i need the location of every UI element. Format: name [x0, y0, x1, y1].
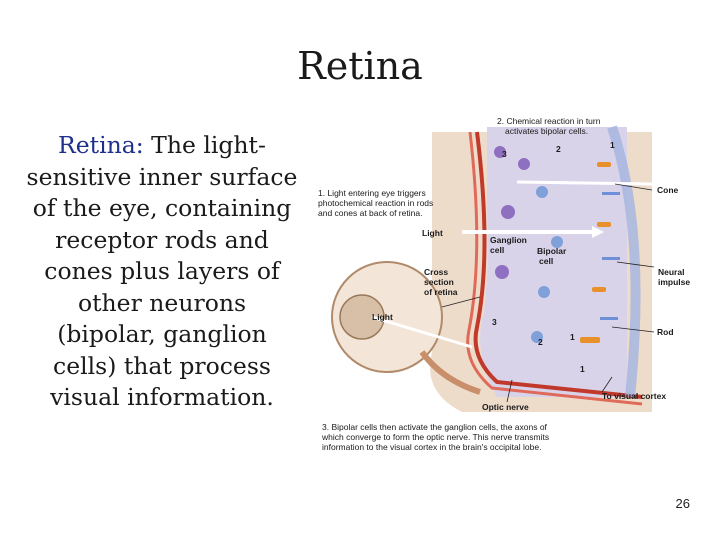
caption-bottom-line2: which converge to form the optic nerve. … — [321, 432, 549, 442]
label-to-visual-cortex: To visual cortex — [602, 391, 666, 401]
number-mid-1: 1 — [570, 332, 575, 342]
label-rod: Rod — [657, 327, 674, 337]
neuron-cell — [494, 146, 506, 158]
number-mid-2: 2 — [538, 337, 543, 347]
definition-text: Retina: The light-sensitive inner surfac… — [26, 130, 298, 414]
label-bipolar-line2: cell — [539, 256, 553, 266]
retina-illustration: 2. Chemical reaction in turn activates b… — [312, 112, 692, 462]
neuron-cell — [495, 265, 509, 279]
number-top-2: 2 — [556, 144, 561, 154]
caption-bottom-line3: information to the visual cortex in the … — [322, 442, 541, 452]
label-ganglion-line1: Ganglion — [490, 235, 527, 245]
caption-bottom-line1: 3. Bipolar cells then activate the gangl… — [322, 422, 548, 432]
neuron-cell — [501, 205, 515, 219]
label-cross-section-line1: Cross — [424, 267, 448, 277]
eyeball — [331, 261, 443, 373]
page-number: 26 — [675, 496, 690, 511]
optic-nerve-bundle — [419, 350, 481, 395]
neuron-cells — [494, 146, 563, 343]
light-arrow — [516, 180, 653, 186]
neuron-cell — [518, 158, 530, 170]
caption-step1-line3: and cones at back of retina. — [318, 208, 422, 218]
bipolar-cell — [551, 236, 563, 248]
number-top-1: 1 — [610, 140, 615, 150]
number-top-3: 3 — [502, 149, 507, 159]
number-mid-3: 3 — [492, 317, 497, 327]
definition-term: Retina: — [58, 131, 144, 159]
rod-receptor — [602, 192, 620, 195]
photoreceptor-layer — [607, 125, 641, 398]
rod-receptor — [600, 317, 618, 320]
light-ray — [371, 315, 473, 349]
label-cross-section-line3: of retina — [424, 287, 458, 297]
cone-receptor — [597, 162, 611, 167]
label-neural-impulse-line1: Neural — [658, 267, 684, 277]
light-arrow-head — [592, 226, 604, 238]
label-ganglion-line2: cell — [490, 245, 504, 255]
label-bipolar-line1: Bipolar — [537, 246, 567, 256]
bipolar-cell — [531, 331, 543, 343]
bipolar-cell — [536, 186, 548, 198]
label-cross-section-line2: section — [424, 277, 454, 287]
label-neural-impulse-line2: impulse — [658, 277, 690, 287]
label-optic-nerve: Optic nerve — [482, 402, 529, 412]
rod-receptor — [602, 257, 620, 260]
slide-title: Retina — [297, 44, 423, 88]
caption-step1-line2: photochemical reaction in rods — [318, 198, 433, 208]
choroid-vessel-outer — [466, 131, 643, 406]
cone-receptor — [592, 287, 606, 292]
bipolar-cell — [538, 286, 550, 298]
caption-step1-line1: 1. Light entering eye triggers — [318, 188, 426, 198]
leader-lines — [441, 183, 655, 403]
cone-receptor — [580, 337, 600, 343]
label-cone: Cone — [657, 185, 679, 195]
label-light-top: Light — [422, 228, 443, 238]
number-bottom-1: 1 — [580, 364, 585, 374]
cone-receptor — [597, 222, 611, 227]
choroid-vessel — [473, 131, 643, 399]
caption-top-line1: 2. Chemical reaction in turn — [497, 116, 601, 126]
caption-top-line2: activates bipolar cells. — [505, 126, 588, 136]
definition-body: The light-sensitive inner surface of the… — [26, 131, 298, 411]
photoreceptors — [580, 162, 620, 343]
eye-lens — [339, 294, 385, 340]
retina-diagram: 2. Chemical reaction in turn activates b… — [318, 116, 690, 452]
label-light-eye: Light — [372, 312, 393, 322]
retina-layer — [480, 127, 627, 397]
